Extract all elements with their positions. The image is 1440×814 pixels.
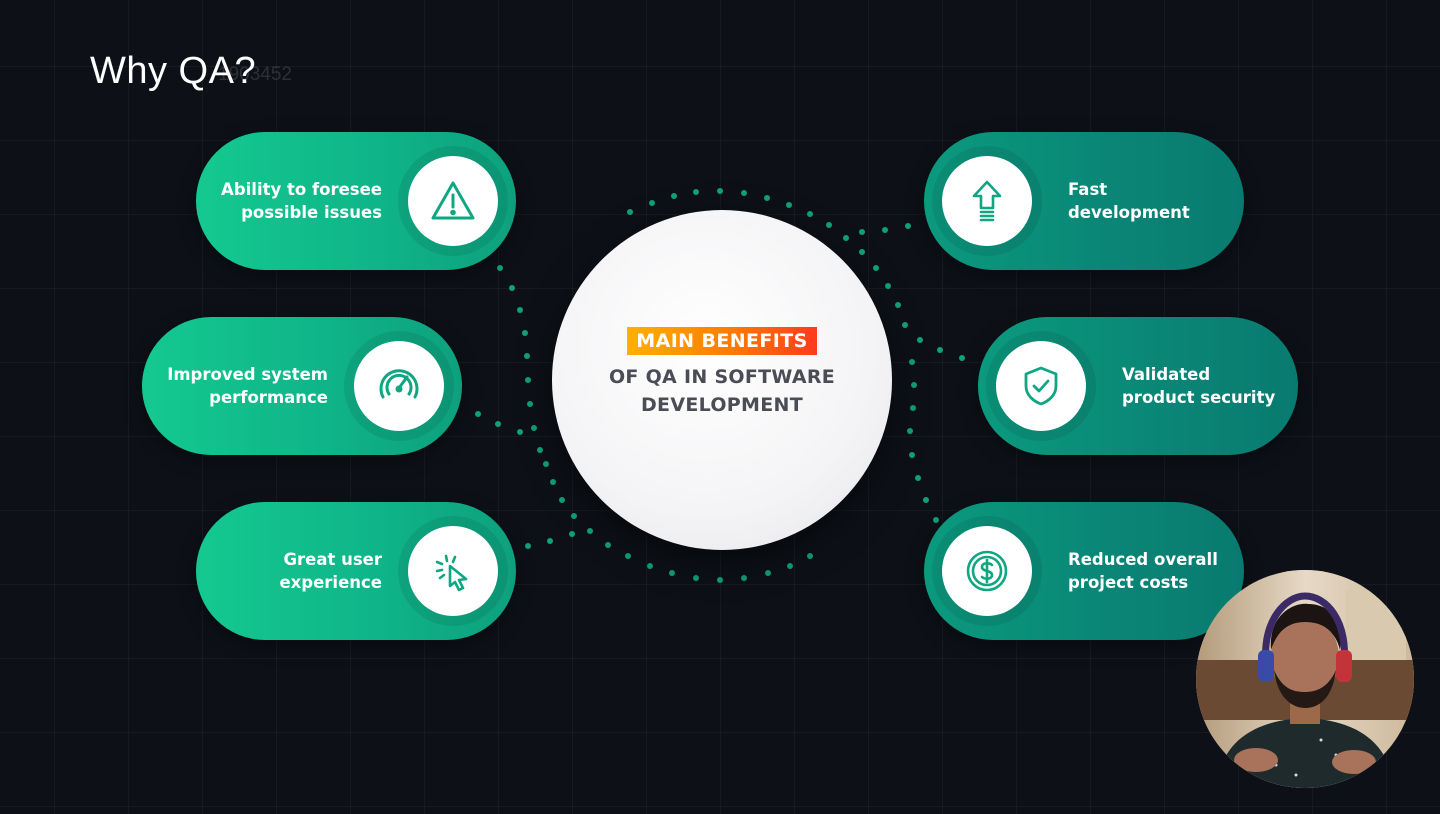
benefit-fast-label: Fast development xyxy=(1068,180,1190,222)
slide-title: Why QA? xyxy=(90,50,257,92)
presenter-webcam xyxy=(1196,570,1414,788)
benefit-foresee-label: Ability to foresee possible issues xyxy=(221,180,382,222)
benefit-system-performance: Improved system performance xyxy=(142,317,462,455)
benefit-costs-label: Reduced overall project costs xyxy=(1068,550,1218,592)
benefit-user-experience: Great user experience xyxy=(196,502,516,640)
main-benefits-badge: MAIN BENEFITS xyxy=(627,327,817,355)
warning-icon xyxy=(408,156,498,246)
benefit-ux-label: Great user experience xyxy=(279,550,382,592)
presenter-figure xyxy=(1196,570,1414,788)
arrow-up-icon xyxy=(942,156,1032,246)
watermark-text: 1903452 xyxy=(218,64,292,85)
center-hub: MAIN BENEFITS OF QA IN SOFTWARE DEVELOPM… xyxy=(552,210,892,550)
benefit-security-label: Validated product security xyxy=(1122,365,1276,407)
dollar-coin-icon xyxy=(942,526,1032,616)
center-subtitle: OF QA IN SOFTWARE DEVELOPMENT xyxy=(608,366,836,416)
benefit-fast-development: Fast development xyxy=(924,132,1244,270)
benefit-reduced-costs: Reduced overall project costs xyxy=(924,502,1244,640)
cursor-click-icon xyxy=(408,526,498,616)
speedometer-icon xyxy=(354,341,444,431)
benefit-foresee-issues: Ability to foresee possible issues xyxy=(196,132,516,270)
shield-check-icon xyxy=(996,341,1086,431)
benefit-performance-label: Improved system performance xyxy=(167,365,328,407)
benefit-product-security: Validated product security xyxy=(978,317,1298,455)
